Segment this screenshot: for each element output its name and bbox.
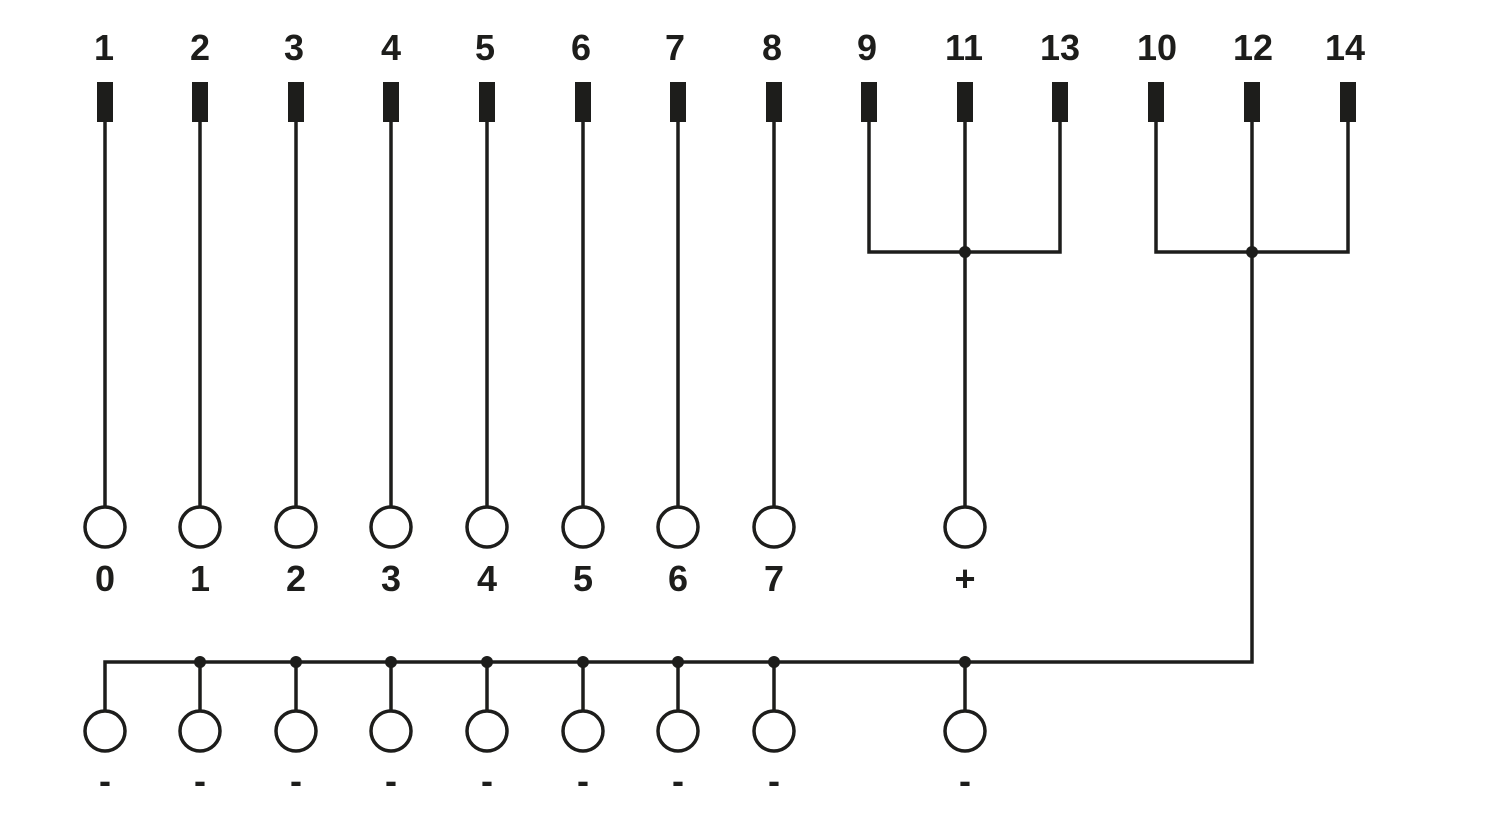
common-label-8: - xyxy=(959,760,971,801)
signal-terminal-3 xyxy=(369,505,413,549)
common-terminal-3 xyxy=(369,709,413,753)
common-junction-5 xyxy=(577,656,589,668)
pin-block-4 xyxy=(383,82,399,122)
common-drops xyxy=(194,656,971,711)
signal-terminal-labels: 0 1 2 3 4 5 6 7 + xyxy=(95,558,976,599)
common-terminal-labels: - - - - - - - - - xyxy=(99,760,971,801)
pin-block-12 xyxy=(1244,82,1260,122)
common-label-3: - xyxy=(385,760,397,801)
pin-block-11 xyxy=(957,82,973,122)
pin-label-11: 11 xyxy=(945,27,983,68)
minus-bus xyxy=(103,122,1350,711)
common-terminal-6 xyxy=(656,709,700,753)
pin-block-3 xyxy=(288,82,304,122)
top-pin-labels: 1 2 3 4 5 6 7 8 9 11 13 10 12 14 xyxy=(94,27,1365,68)
signal-terminal-4 xyxy=(465,505,509,549)
pin-block-7 xyxy=(670,82,686,122)
common-label-2: - xyxy=(290,760,302,801)
common-terminal-7 xyxy=(752,709,796,753)
signal-terminal-plus xyxy=(943,505,987,549)
pin-label-14: 14 xyxy=(1325,27,1365,68)
signal-label-0: 0 xyxy=(95,558,115,599)
signal-terminals xyxy=(83,505,987,549)
common-label-1: - xyxy=(194,760,206,801)
signal-label-5: 5 xyxy=(573,558,593,599)
pin-block-14 xyxy=(1340,82,1356,122)
pin-label-2: 2 xyxy=(190,27,210,68)
common-terminal-8 xyxy=(943,709,987,753)
signal-label-6: 6 xyxy=(668,558,688,599)
plus-bus xyxy=(867,122,1062,507)
common-terminal-4 xyxy=(465,709,509,753)
common-label-5: - xyxy=(577,760,589,801)
pin-label-4: 4 xyxy=(381,27,401,68)
pin-block-5 xyxy=(479,82,495,122)
plus-bus-junction xyxy=(959,246,971,258)
common-terminals xyxy=(83,709,987,753)
common-terminal-2 xyxy=(274,709,318,753)
pin-block-6 xyxy=(575,82,591,122)
pin-block-8 xyxy=(766,82,782,122)
common-junction-4 xyxy=(481,656,493,668)
signal-wires xyxy=(103,122,776,507)
common-label-6: - xyxy=(672,760,684,801)
common-label-4: - xyxy=(481,760,493,801)
common-junction-2 xyxy=(290,656,302,668)
pin-block-13 xyxy=(1052,82,1068,122)
signal-label-plus: + xyxy=(954,558,975,599)
pin-block-10 xyxy=(1148,82,1164,122)
common-terminal-1 xyxy=(178,709,222,753)
signal-label-3: 3 xyxy=(381,558,401,599)
common-label-7: - xyxy=(768,760,780,801)
common-junction-3 xyxy=(385,656,397,668)
signal-label-2: 2 xyxy=(286,558,306,599)
pin-label-8: 8 xyxy=(762,27,782,68)
signal-label-7: 7 xyxy=(764,558,784,599)
common-terminal-0 xyxy=(83,709,127,753)
minus-bus-junction xyxy=(1246,246,1258,258)
pin-label-12: 12 xyxy=(1233,27,1273,68)
signal-terminal-5 xyxy=(561,505,605,549)
pin-label-13: 13 xyxy=(1040,27,1080,68)
common-junction-7 xyxy=(768,656,780,668)
pin-label-1: 1 xyxy=(94,27,114,68)
common-junction-8 xyxy=(959,656,971,668)
common-label-0: - xyxy=(99,760,111,801)
signal-terminal-1 xyxy=(178,505,222,549)
pin-label-7: 7 xyxy=(665,27,685,68)
pin-label-10: 10 xyxy=(1137,27,1177,68)
pin-label-3: 3 xyxy=(284,27,304,68)
common-junction-6 xyxy=(672,656,684,668)
pin-label-5: 5 xyxy=(475,27,495,68)
pin-blocks xyxy=(97,82,1356,122)
signal-label-1: 1 xyxy=(190,558,210,599)
pin-block-9 xyxy=(861,82,877,122)
pin-label-6: 6 xyxy=(571,27,591,68)
pin-block-2 xyxy=(192,82,208,122)
signal-terminal-7 xyxy=(752,505,796,549)
signal-terminal-0 xyxy=(83,505,127,549)
signal-label-4: 4 xyxy=(477,558,497,599)
common-terminal-5 xyxy=(561,709,605,753)
pin-block-1 xyxy=(97,82,113,122)
pin-label-9: 9 xyxy=(857,27,877,68)
signal-terminal-6 xyxy=(656,505,700,549)
signal-terminal-2 xyxy=(274,505,318,549)
common-junction-1 xyxy=(194,656,206,668)
